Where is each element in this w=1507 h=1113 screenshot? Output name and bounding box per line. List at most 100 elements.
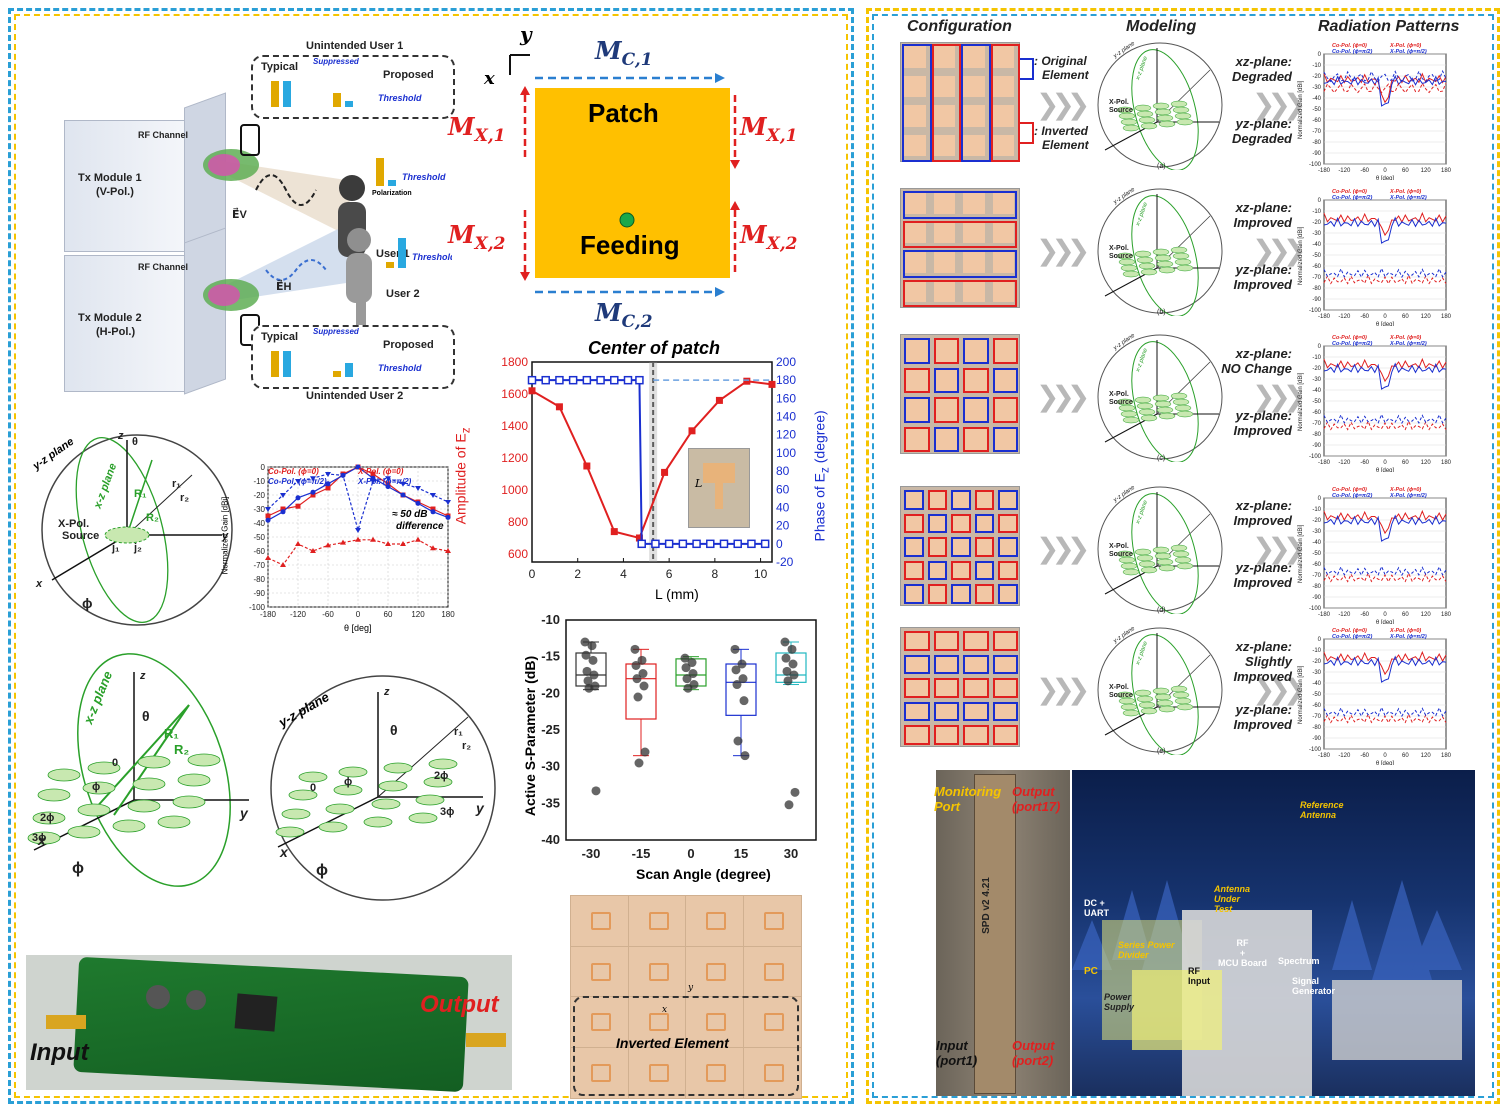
config-tile xyxy=(963,251,985,273)
legend-inverted-2: Element xyxy=(1042,138,1089,152)
config-tile xyxy=(904,105,926,127)
ez-y2tick: -20 xyxy=(776,555,794,569)
tile-element xyxy=(591,1013,611,1031)
config-tile xyxy=(904,75,926,97)
mini-legend-1: X-Pol. (ϕ=0) xyxy=(1389,335,1421,341)
ez-phase-point xyxy=(568,375,578,385)
model-element xyxy=(1158,266,1176,274)
gain-point xyxy=(400,481,406,487)
gain-xtick: -120 xyxy=(290,610,307,619)
spd-output: Output (port17) xyxy=(1012,784,1060,814)
spd-input-2: (port1) xyxy=(936,1053,978,1068)
model-element xyxy=(1176,562,1194,570)
mini-xtick: -180 xyxy=(1318,612,1331,618)
gain-ytick: 0 xyxy=(261,463,266,472)
box-point xyxy=(788,659,798,669)
model-source-label: X-Pol. xyxy=(1109,245,1129,252)
patch-feeding: Feeding xyxy=(580,230,680,260)
config-tile xyxy=(963,46,985,68)
ez-y2tick: 100 xyxy=(776,446,796,460)
mx1-right: MX,1 xyxy=(740,112,798,146)
mc2-label: MC,2 xyxy=(595,298,653,332)
model-element xyxy=(1134,250,1152,258)
gain-point xyxy=(295,495,301,501)
mini-series xyxy=(1323,357,1447,383)
sphere1-j2: j₂ xyxy=(134,542,142,554)
mini-xtick: 60 xyxy=(1402,753,1409,759)
chamber-aut-1: Antenna xyxy=(1214,884,1250,894)
model-sphere-outline xyxy=(1097,42,1223,168)
model-sphere-xz xyxy=(1131,49,1199,170)
box-point xyxy=(780,637,790,647)
yz-plane-value: Improved xyxy=(1233,575,1292,590)
tx-beams xyxy=(203,124,372,346)
gain-point xyxy=(385,541,391,546)
config-tile xyxy=(998,560,1018,581)
gain-point xyxy=(445,548,451,553)
ez-chart-title: Center of patch xyxy=(588,338,721,358)
ez-y2tick: 200 xyxy=(776,355,796,369)
model-xz-label: x-z plane xyxy=(1135,499,1150,525)
unintended-1-box: Typical Proposed Suppressed Threshold xyxy=(251,55,455,119)
config-tile xyxy=(998,537,1018,557)
gain-ytick: -40 xyxy=(253,519,265,528)
ez-ylabel-right-text: Phase of E xyxy=(811,472,828,542)
config-tile xyxy=(963,280,985,302)
config-tile xyxy=(904,537,924,557)
config-tile xyxy=(951,490,971,510)
mini-ylabel: Normalized Gain [dBi] xyxy=(1298,372,1304,431)
mini-xtick: -120 xyxy=(1338,168,1351,174)
box-point xyxy=(687,658,697,668)
box-point xyxy=(640,747,650,757)
patch-axis-y: y xyxy=(520,22,532,46)
config-tile xyxy=(974,560,995,581)
config-tile xyxy=(963,678,989,698)
typical-label-1: Typical xyxy=(261,61,299,73)
gain-legend-0: Co-Pol. (ϕ=0) xyxy=(268,467,319,476)
model-element xyxy=(1152,687,1170,695)
mini-xtick: 60 xyxy=(1402,612,1409,618)
mini-ytick: -80 xyxy=(1312,286,1321,292)
unintended-2-box: Typical Proposed Suppressed Threshold xyxy=(251,325,455,389)
config-tile xyxy=(998,584,1018,604)
mini-ytick: -70 xyxy=(1312,421,1321,427)
mx2-left-sub: X,2 xyxy=(474,233,506,254)
spd-board xyxy=(974,774,1016,1094)
gain-point xyxy=(325,485,331,491)
box-ytick: -30 xyxy=(541,759,560,774)
box-point xyxy=(634,758,644,768)
grid-tile xyxy=(570,1046,629,1099)
gain-point xyxy=(280,493,286,498)
ev-label: E⃗V xyxy=(232,209,247,221)
mini-legend-0: Co-Pol. (ϕ=0) xyxy=(1332,335,1367,341)
box-point xyxy=(731,665,741,675)
config-tile xyxy=(904,251,926,273)
chamber-dc-2: UART xyxy=(1084,908,1109,918)
gain-point xyxy=(295,479,301,484)
array-right-theta: θ xyxy=(390,722,398,738)
mini-xtick: -120 xyxy=(1338,460,1351,466)
model-element xyxy=(1174,697,1192,705)
gain-point xyxy=(310,476,316,482)
grid-tile xyxy=(627,945,687,998)
ez-phase-point xyxy=(527,375,537,385)
mini-ytick: -60 xyxy=(1312,703,1321,709)
ez-y2tick: 140 xyxy=(776,410,796,424)
array-left-phase-2: 2ϕ xyxy=(40,812,55,824)
config-tile xyxy=(992,678,1018,698)
chamber-reference-1: Reference xyxy=(1300,800,1344,810)
user2-threshold: Threshold xyxy=(412,252,452,262)
mini-ylabel: Normalized Gain [dBi] xyxy=(1298,665,1304,724)
model-element xyxy=(1156,260,1174,268)
spd-input: Input (port1) xyxy=(936,1038,977,1068)
model-yz-label: y-z plane xyxy=(1112,625,1137,645)
config-tile xyxy=(992,192,1014,214)
model-sphere-xz xyxy=(1131,341,1199,462)
box-xtick: -30 xyxy=(582,846,601,861)
mini-ytick: -50 xyxy=(1312,692,1321,698)
proposed-label-1: Proposed xyxy=(383,69,434,81)
config-tile xyxy=(904,367,930,393)
model-element xyxy=(1138,408,1156,416)
model-element xyxy=(1120,562,1138,570)
